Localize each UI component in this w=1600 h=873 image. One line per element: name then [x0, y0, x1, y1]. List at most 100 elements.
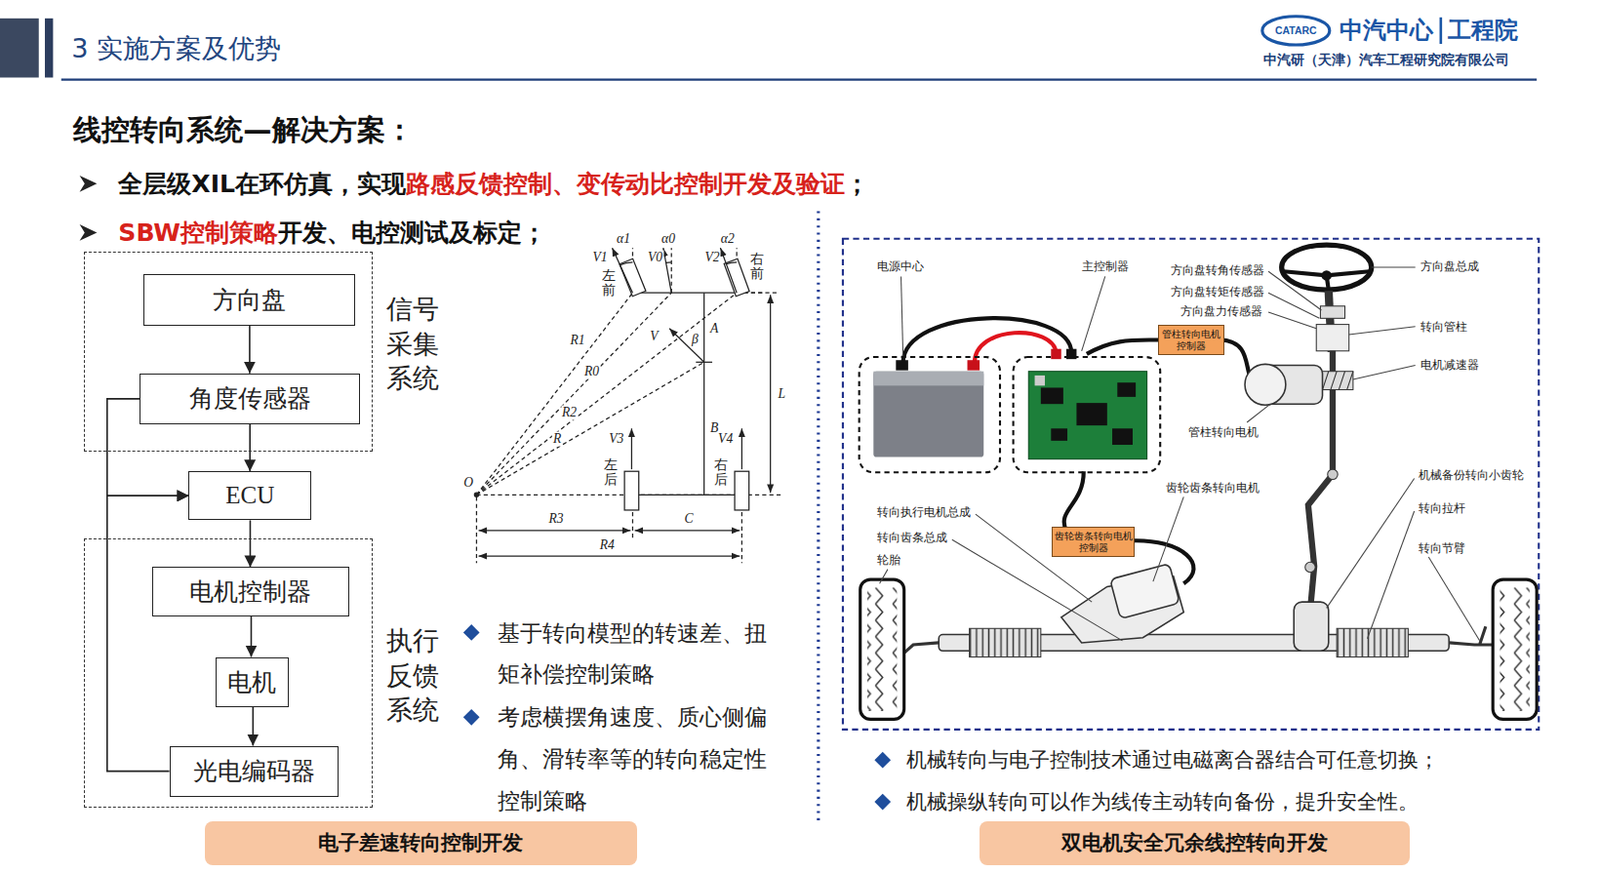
part-label: 电源中心 — [877, 257, 924, 275]
steering-kinematics — [476, 496, 478, 563]
dimension-label: 右后 — [713, 458, 729, 488]
dimension-label: A — [709, 320, 720, 336]
group-frame: 执行反馈系统电机控制器电机光电编码器 — [83, 538, 373, 808]
group-frame: 信号采集系统方向盘角度传感器 — [83, 251, 373, 452]
steering-kinematics — [635, 529, 741, 531]
flow-arrow — [252, 707, 255, 747]
controller-board — [1040, 387, 1064, 404]
steering-kinematics — [624, 471, 640, 511]
wire — [1086, 339, 1163, 355]
wire — [974, 332, 1057, 363]
header-band — [1262, 16, 1330, 45]
bullet-text: ； — [844, 169, 870, 199]
steering-kinematics — [769, 294, 771, 493]
leader-line — [1081, 276, 1106, 351]
steering-column — [1316, 324, 1349, 352]
part-label: 方向盘转角传感器 — [1170, 262, 1265, 280]
bullet-diamond — [463, 624, 480, 641]
leader-line — [1349, 326, 1416, 335]
node-text: 双电机安全冗余线控转向开发 — [1061, 829, 1328, 857]
steering-rack — [897, 563, 1493, 658]
process-box: 电机 — [215, 657, 289, 708]
steering-kinematics — [474, 492, 479, 497]
node-text: 电机控制器 — [189, 575, 312, 608]
leader-line — [975, 514, 1092, 602]
node-text: 光电编码器 — [193, 755, 316, 788]
process-box: 方向盘 — [143, 274, 356, 325]
flow-arrow — [250, 616, 253, 658]
battery — [859, 357, 1000, 473]
dimension-label: R4 — [599, 537, 616, 553]
header-band — [0, 18, 40, 79]
node-text: 电子差速转向控制开发 — [318, 829, 523, 857]
flow-arrow — [107, 495, 190, 771]
steering-kinematics — [479, 555, 741, 557]
header-band — [0, 16, 1537, 80]
bullet-text: 机械操纵转向可以作为线传主动转向备份，提升安全性。 — [906, 788, 1419, 816]
dimension-label: 左前 — [600, 269, 617, 299]
steering-kinematics — [476, 292, 672, 495]
steering-column — [1320, 306, 1345, 320]
part-label: 管柱转向电机 — [1188, 424, 1259, 441]
steering-kinematics — [669, 328, 705, 363]
part-label: 转向执行电机总成 — [877, 504, 971, 521]
group-heading: 信号采集系统 — [386, 292, 440, 397]
part-label: 机械备份转向小齿轮 — [1418, 467, 1524, 484]
part-label: 方向盘力传感器 — [1180, 303, 1263, 320]
leader-line — [1371, 267, 1416, 269]
bullet-diamond — [874, 752, 891, 769]
dimension-label: β — [690, 332, 700, 348]
steering-column — [1244, 290, 1354, 610]
part-label: 方向盘总成 — [1420, 257, 1480, 275]
bullet-diamond — [874, 794, 891, 811]
bullet-diamond — [463, 709, 480, 726]
steering-rack — [1110, 563, 1180, 620]
bullet-diamond — [463, 624, 891, 810]
battery — [967, 360, 981, 370]
dimension-label: C — [682, 512, 694, 527]
logo-text: 中汽中心 — [1339, 14, 1434, 46]
steering-wheel — [1281, 244, 1372, 290]
controller-board — [1117, 382, 1136, 398]
part-label: 转向节臂 — [1418, 539, 1466, 557]
dimension-label: R0 — [583, 363, 600, 379]
dimension-label: B — [709, 421, 720, 437]
node-text: 管柱转向电机控制器 — [1159, 327, 1224, 352]
dimension-label: α1 — [615, 231, 632, 246]
steering-kinematics — [619, 258, 646, 296]
part-label: 齿轮齿条转向电机 — [1165, 479, 1260, 496]
sbw-illustration — [842, 239, 1539, 730]
controller-board — [1050, 428, 1068, 441]
logo-text: CATARC — [1275, 25, 1318, 37]
leader-line — [1153, 496, 1184, 582]
caption-band: 电子差速转向控制开发 — [204, 821, 637, 866]
section-heading: 线控转向系统—解决方案： — [73, 111, 413, 151]
process-box: ECU — [188, 471, 312, 520]
dimension-label: L — [776, 386, 787, 401]
tire — [1492, 579, 1537, 720]
controller-board — [1028, 371, 1147, 460]
logo-text: 中汽研（天津）汽车工程研究院有限公司 — [1263, 49, 1510, 69]
logo-text: 工程院 — [1447, 14, 1519, 46]
steering-kinematics — [631, 428, 633, 470]
divider-line — [816, 211, 820, 822]
leader-line — [901, 276, 904, 357]
battery — [873, 371, 984, 387]
steering-kinematics — [663, 247, 672, 293]
dimension-label: R — [552, 431, 562, 446]
bullet-text: 机械转向与电子控制技术通过电磁离合器结合可任意切换； — [906, 746, 1440, 774]
steering-column — [1244, 363, 1286, 405]
steering-kinematics — [723, 258, 750, 296]
header-band — [44, 18, 53, 79]
node-text: 方向盘 — [212, 283, 286, 317]
dimension-label: V0 — [646, 249, 664, 265]
steering-kinematics — [666, 261, 673, 264]
leader-line — [1367, 511, 1415, 640]
bullet-text: 考虑横摆角速度、质心侧偏角、滑转率等的转向稳定性控制策略 — [497, 696, 786, 822]
leader-line — [952, 539, 1123, 641]
steering-kinematics — [474, 247, 781, 563]
part-label: 方向盘转矩传感器 — [1170, 283, 1265, 301]
steering-kinematics — [725, 262, 737, 265]
steering-kinematics — [703, 292, 705, 495]
